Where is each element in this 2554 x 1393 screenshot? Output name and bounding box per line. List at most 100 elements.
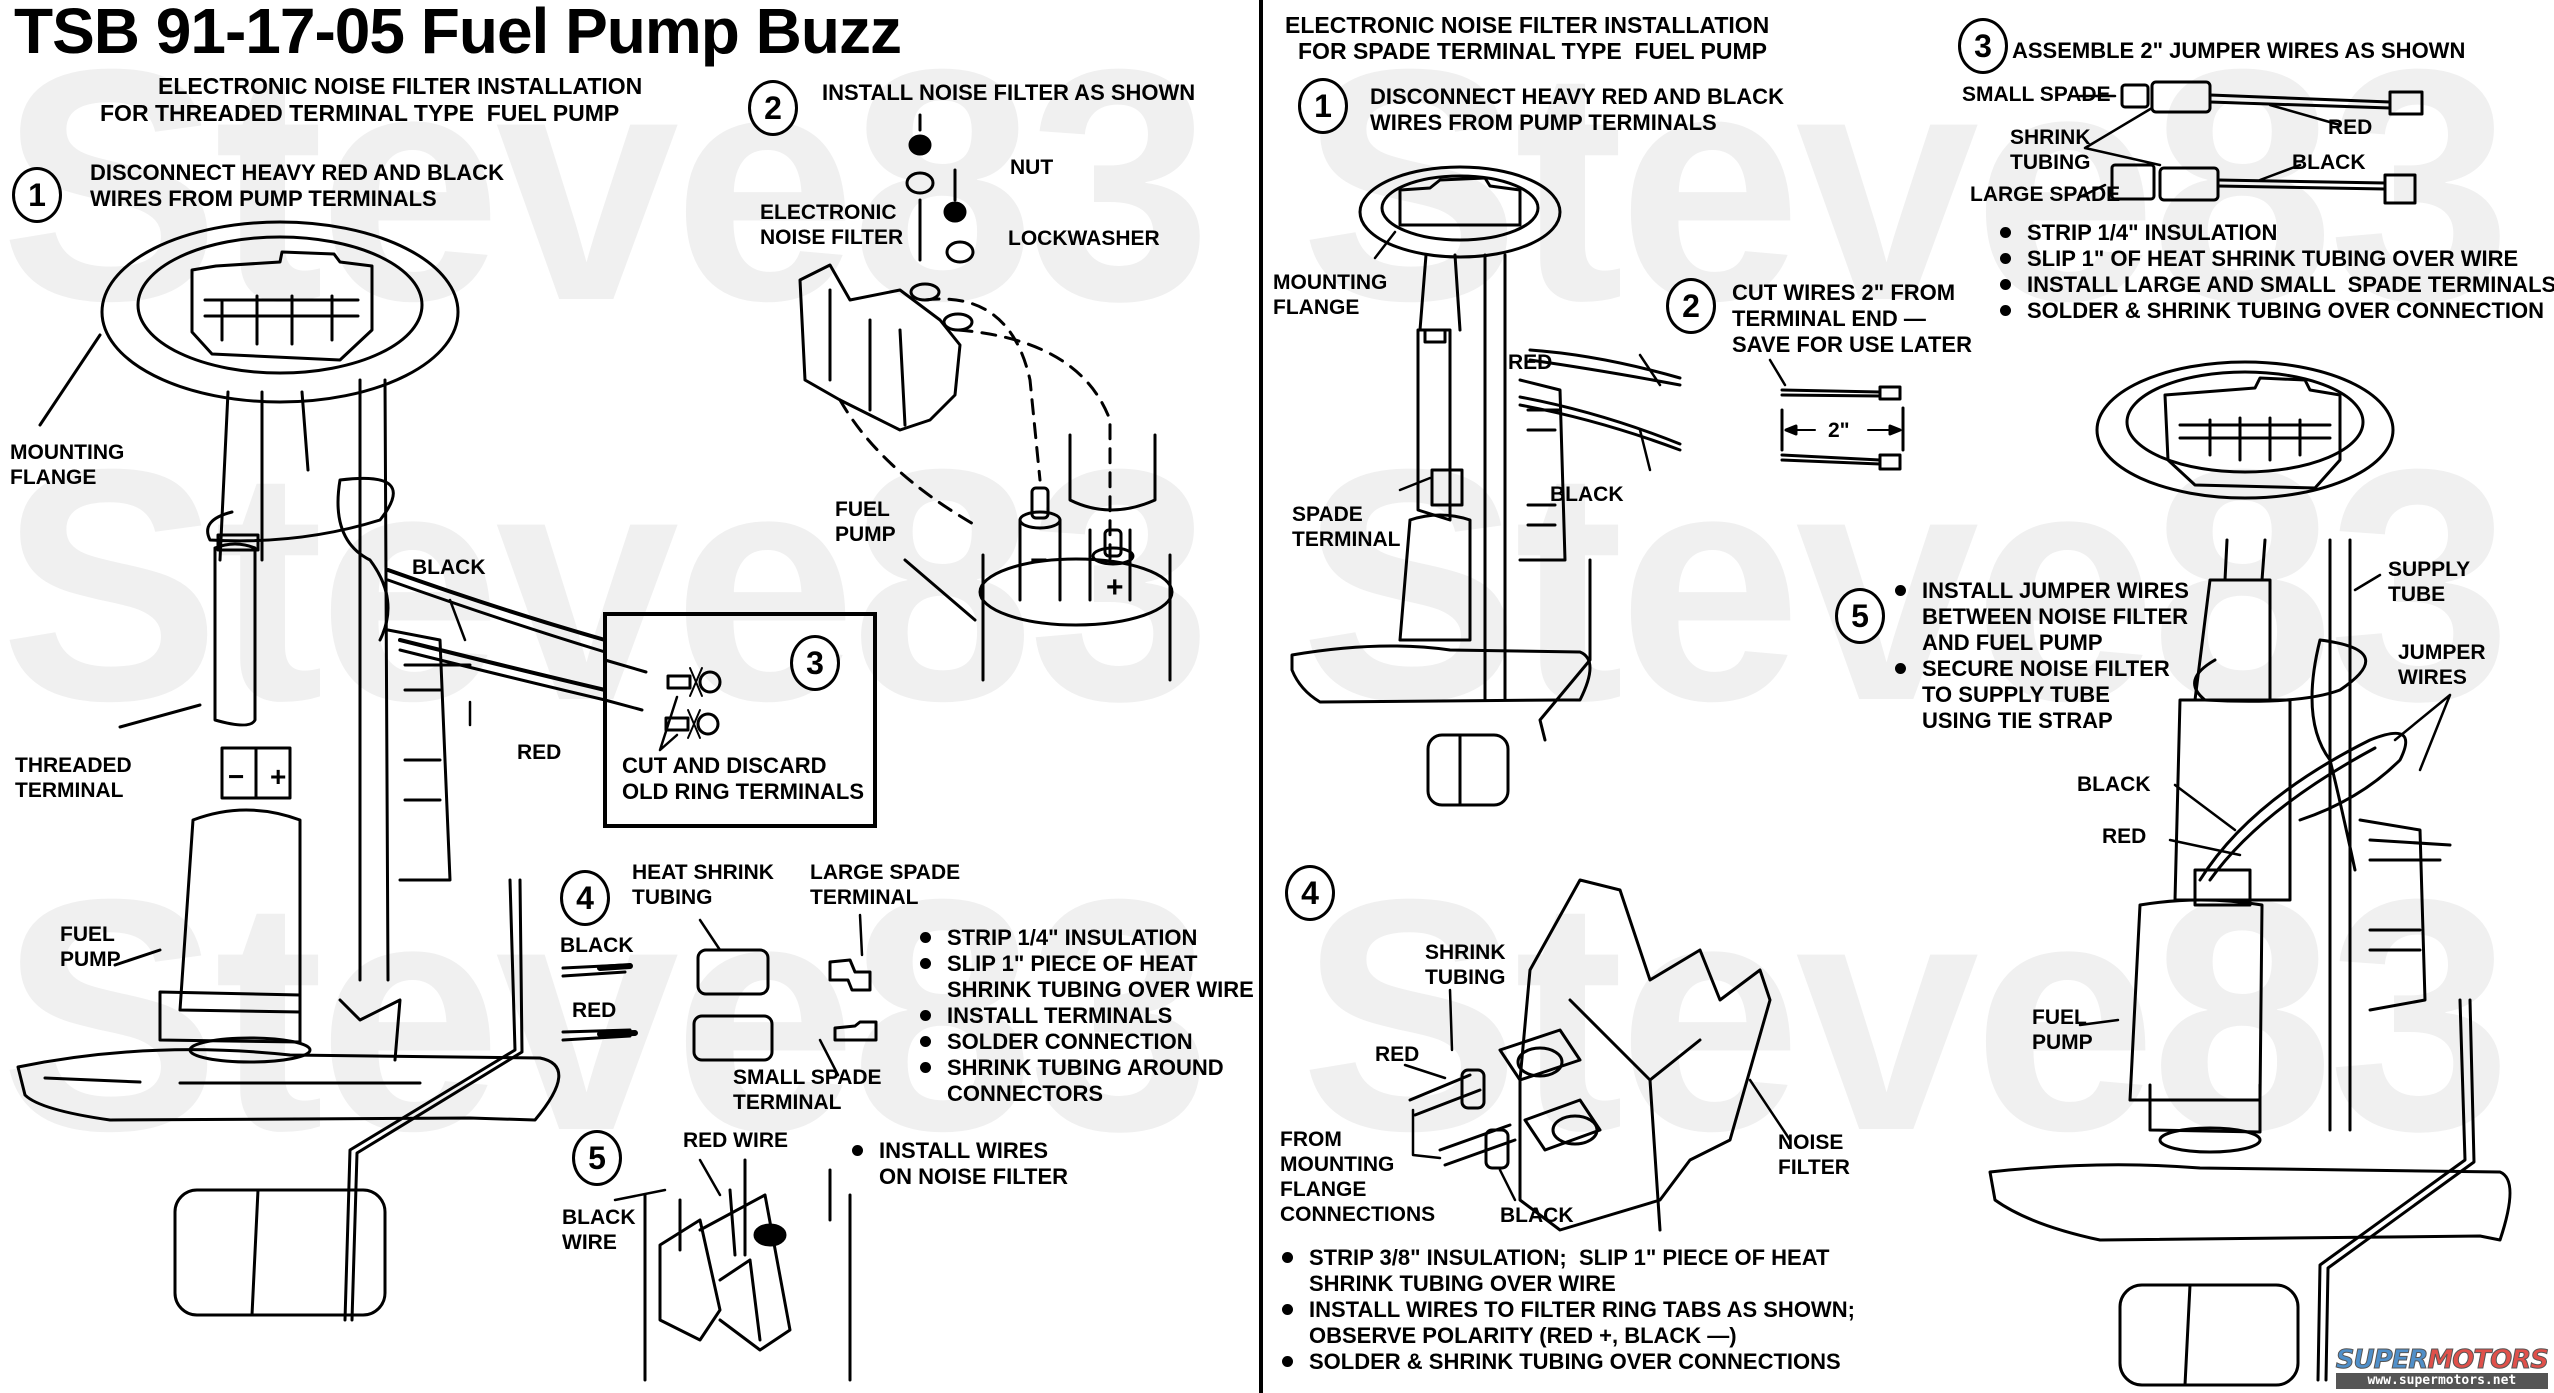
right-step3-label-black: BLACK	[2292, 151, 2366, 174]
bullet-text: SOLDER CONNECTION	[947, 1029, 1193, 1054]
bullet-text: STRIP 3/8" INSULATION; SLIP 1" PIECE OF …	[1309, 1245, 1830, 1270]
bullet-dot-icon	[1282, 1304, 1293, 1315]
right-step3-label-red: RED	[2328, 116, 2373, 139]
bullet-dot-icon	[1895, 585, 1906, 596]
left-pump-minus-sign: −	[228, 761, 245, 792]
left-step2-label-lockwasher: LOCKWASHER	[1008, 227, 1160, 250]
bullet-dot-icon	[920, 1010, 931, 1021]
bullet-dot-icon	[1895, 663, 1906, 674]
left-step2-plus-sign: +	[1106, 571, 1124, 604]
bullet-line: CONNECTORS	[920, 1081, 1254, 1107]
left-step4-label-heat-shrink-tubing: HEAT SHRINK TUBING	[632, 861, 774, 909]
left-label-threaded-terminal: THREADED TERMINAL	[15, 754, 132, 802]
left-mounting-flange-shape	[100, 220, 460, 404]
bullet-text: SHRINK TUBING OVER WIRE	[1309, 1271, 1616, 1296]
bullet-line: SHRINK TUBING OVER WIRE	[920, 977, 1254, 1003]
right-step4-drawing	[1403, 878, 1792, 1232]
right-label-black: BLACK	[1550, 483, 1624, 506]
bullet-text: SHRINK TUBING OVER WIRE	[947, 977, 1254, 1002]
left-step5-badge: 5	[572, 1130, 622, 1186]
right-step4-badge: 4	[1285, 865, 1335, 921]
left-step4-label-small-spade-terminal: SMALL SPADE TERMINAL	[733, 1066, 882, 1114]
bullet-text: SOLDER & SHRINK TUBING OVER CONNECTION	[2027, 298, 2545, 323]
bullet-line: TO SUPPLY TUBE	[1895, 682, 2189, 708]
bullet-text: TO SUPPLY TUBE	[1922, 682, 2110, 707]
right-step4-label-noise-filter: NOISE FILTER	[1778, 1131, 1850, 1179]
bullet-dot-icon	[920, 1036, 931, 1047]
left-step2-text: INSTALL NOISE FILTER AS SHOWN	[822, 80, 1196, 105]
left-sender-assembly	[16, 220, 607, 1322]
right-step3-drawing	[2078, 80, 2424, 205]
bullet-line: INSTALL TERMINALS	[920, 1003, 1254, 1029]
left-label-mounting-flange: MOUNTING FLANGE	[10, 441, 125, 489]
right-step1-text-line2: WIRES FROM PUMP TERMINALS	[1370, 110, 1717, 135]
bullet-line: BETWEEN NOISE FILTER	[1895, 604, 2189, 630]
left-step1-badge: 1	[12, 167, 62, 223]
right-step4-label-red: RED	[1375, 1043, 1420, 1066]
bullet-text: OBSERVE POLARITY (RED +, BLACK —)	[1309, 1323, 1737, 1348]
watermark-row-6: Steve83	[1300, 830, 2512, 1199]
bullet-line: SLIP 1" PIECE OF HEAT	[920, 951, 1254, 977]
document-title: TSB 91-17-05 Fuel Pump Buzz	[14, 0, 902, 67]
left-label-fuel-pump: FUEL PUMP	[60, 923, 121, 971]
bullet-text: INSTALL WIRES	[879, 1138, 1049, 1163]
left-step4-label-red: RED	[572, 999, 617, 1022]
left-step2-drawing	[798, 113, 1174, 682]
left-step4-badge: 4	[560, 870, 610, 926]
bullet-line: INSTALL JUMPER WIRES	[1895, 578, 2189, 604]
right-step5-label-fuel-pump: FUEL PUMP	[2032, 1006, 2093, 1054]
right-step3-text: ASSEMBLE 2" JUMPER WIRES AS SHOWN	[2012, 38, 2466, 63]
left-step5-drawing	[613, 1158, 852, 1382]
left-heading-line2: FOR THREADED TERMINAL TYPE FUEL PUMP	[100, 100, 620, 126]
left-step2-label-electronic-noise-filter: ELECTRONIC NOISE FILTER	[760, 201, 904, 249]
bullet-text: SECURE NOISE FILTER	[1922, 656, 2170, 681]
bullet-dot-icon	[2000, 227, 2011, 238]
left-step1-text-line2: WIRES FROM PUMP TERMINALS	[90, 186, 437, 211]
right-step1-drawing	[1290, 165, 1682, 807]
right-step5-label-jumper-wires: JUMPER WIRES	[2398, 641, 2486, 689]
bullet-dot-icon	[920, 1062, 931, 1073]
right-sender-assembly	[1988, 360, 2512, 1387]
left-step5-label-black-wire: BLACK WIRE	[562, 1206, 636, 1254]
supermotors-url: www.supermotors.net	[2335, 1373, 2548, 1389]
right-label-red: RED	[1508, 351, 1553, 374]
left-pump-plus-sign: +	[270, 761, 287, 792]
right-step3-label-large-spade: LARGE SPADE	[1970, 183, 2121, 206]
left-step4-label-black: BLACK	[560, 934, 634, 957]
bullet-line: ON NOISE FILTER	[852, 1164, 1068, 1190]
bullet-line: SHRINK TUBING AROUND	[920, 1055, 1254, 1081]
bullet-text: CONNECTORS	[947, 1081, 1104, 1106]
left-step4-drawing	[561, 913, 878, 1077]
bullet-text: AND FUEL PUMP	[1922, 630, 2103, 655]
left-step1-text-line1: DISCONNECT HEAVY RED AND BLACK	[90, 160, 504, 185]
bullet-line: STRIP 3/8" INSULATION; SLIP 1" PIECE OF …	[1282, 1245, 1855, 1271]
left-step3-drawing	[603, 658, 722, 752]
bullet-dot-icon	[852, 1145, 863, 1156]
panel-divider	[1259, 0, 1263, 1393]
left-step2-label-nut: NUT	[1010, 156, 1054, 179]
watermark-row-1: Steve83	[0, 0, 1212, 369]
bullet-text: SOLDER & SHRINK TUBING OVER CONNECTIONS	[1309, 1349, 1841, 1374]
bullet-line: INSTALL LARGE AND SMALL SPADE TERMINALS	[2000, 272, 2554, 298]
bullet-text: INSTALL WIRES TO FILTER RING TABS AS SHO…	[1309, 1297, 1855, 1322]
bullet-dot-icon	[1282, 1252, 1293, 1263]
supermotors-logo: SUPERMOTORS www.supermotors.net	[2335, 1345, 2550, 1389]
bullet-line: STRIP 1/4" INSULATION	[920, 925, 1254, 951]
bullet-line: USING TIE STRAP	[1895, 708, 2189, 734]
right-step3-label-small-spade: SMALL SPADE	[1962, 83, 2111, 106]
brand-part2: MOTORS	[2427, 1345, 2550, 1375]
watermark-row-4: Steve83	[1300, 0, 2512, 369]
bullet-text: SLIP 1" PIECE OF HEAT	[947, 951, 1198, 976]
left-step3-text-line2: OLD RING TERMINALS	[622, 779, 864, 804]
bullet-dot-icon	[2000, 253, 2011, 264]
bullet-line: SOLDER & SHRINK TUBING OVER CONNECTION	[2000, 298, 2554, 324]
right-heading-line2: FOR SPADE TERMINAL TYPE FUEL PUMP	[1298, 38, 1767, 64]
right-step1-text-line1: DISCONNECT HEAVY RED AND BLACK	[1370, 84, 1784, 109]
left-label-red: RED	[517, 741, 562, 764]
left-step4-label-large-spade-terminal: LARGE SPADE TERMINAL	[810, 861, 961, 909]
bullet-line: SOLDER & SHRINK TUBING OVER CONNECTIONS	[1282, 1349, 1855, 1375]
bullet-text: STRIP 1/4" INSULATION	[2027, 220, 2278, 245]
